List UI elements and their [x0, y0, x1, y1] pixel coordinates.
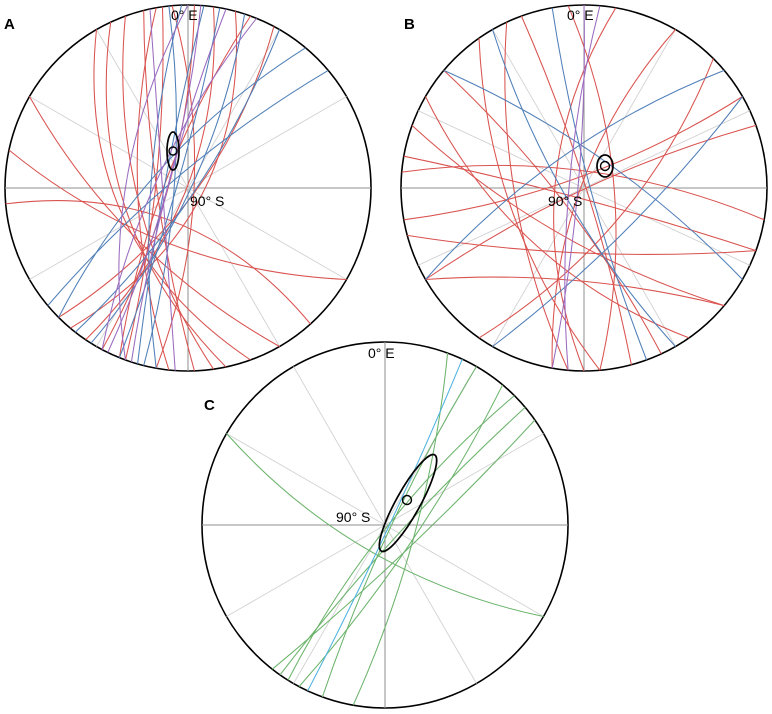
- great-circle-trace: [8, 149, 347, 281]
- great-circle-trace: [425, 276, 725, 307]
- grid-line: [29, 96, 347, 280]
- great-circle-trace: [118, 15, 252, 358]
- great-circle-trace: [74, 29, 280, 333]
- great-circle-trace: [478, 58, 714, 339]
- great-circle-trace: [279, 407, 526, 676]
- stereonet-panel-b: B 0° E 90° S: [400, 4, 768, 372]
- confidence-ellipse: [596, 154, 614, 178]
- stereonet-panel-c: C 0° E 90° S: [201, 341, 569, 709]
- great-circle-trace: [143, 5, 177, 366]
- great-circle-trace: [551, 29, 676, 369]
- north-label: 0° E: [368, 345, 395, 361]
- great-circle-trace: [491, 29, 676, 347]
- great-circle-trace: [551, 7, 648, 361]
- center-label: 90° S: [190, 193, 224, 209]
- great-circle-trace: [122, 15, 214, 370]
- great-circles: [5, 4, 347, 372]
- great-circle-trace: [407, 234, 757, 255]
- great-circle-trace: [105, 22, 227, 368]
- great-circle-trace: [271, 419, 536, 670]
- great-circle-trace: [148, 4, 183, 369]
- great-circle-trace: [403, 155, 757, 252]
- great-circle-trace: [149, 8, 176, 371]
- grid-line: [417, 110, 751, 266]
- stereonet-panel-a: A 0° E 90° S: [4, 4, 372, 372]
- great-circle-trace: [321, 366, 477, 698]
- great-circle-trace: [47, 69, 329, 306]
- panel-letter: C: [204, 397, 215, 414]
- great-circle-trace: [504, 22, 569, 371]
- great-circle-trace: [90, 13, 246, 344]
- panel-letter: B: [404, 16, 415, 33]
- great-circle-trace: [352, 352, 449, 706]
- panel-letter: A: [4, 16, 15, 33]
- great-circle-trace: [520, 15, 632, 365]
- great-circle-trace: [101, 17, 258, 350]
- great-circles: [401, 4, 765, 372]
- great-circle-trace: [136, 7, 170, 371]
- great-circle-trace: [425, 124, 757, 280]
- great-circle-trace: [567, 5, 617, 371]
- confidence-ellipse: [378, 453, 438, 553]
- mean-pole-marker: [168, 146, 178, 156]
- great-circle-trace: [478, 38, 601, 371]
- great-circle-trace: [298, 384, 504, 687]
- great-circle-trace: [118, 4, 189, 361]
- great-circle-trace: [101, 5, 195, 350]
- center-label: 90° S: [548, 193, 582, 209]
- great-circle-trace: [492, 96, 743, 347]
- great-circle-trace: [93, 29, 251, 361]
- great-circle-trace: [137, 5, 205, 364]
- north-label: 0° E: [171, 7, 198, 23]
- great-circle-trace: [118, 7, 221, 358]
- center-label: 90° S: [336, 509, 370, 525]
- confidence-ellipse: [166, 131, 180, 171]
- great-circle-trace: [29, 96, 280, 347]
- great-circle-trace: [58, 47, 306, 318]
- great-circle-trace: [425, 96, 690, 339]
- great-circle-trace: [551, 4, 585, 369]
- great-circle-trace: [226, 433, 544, 618]
- mean-pole-marker: [401, 494, 413, 506]
- great-circle-trace: [443, 69, 743, 280]
- great-circle-trace: [403, 96, 743, 221]
- great-circle-trace: [58, 26, 275, 318]
- mean-pole-marker: [599, 160, 611, 172]
- great-circle-trace: [425, 69, 725, 280]
- great-circle-trace: [287, 395, 515, 681]
- great-circle-trace: [411, 125, 725, 307]
- great-circle-trace: [143, 10, 195, 372]
- great-circle-trace: [443, 70, 662, 355]
- north-label: 0° E: [567, 7, 594, 23]
- great-circle-trace: [5, 200, 311, 325]
- great-circle-trace: [564, 5, 601, 371]
- great-circle-trace: [107, 5, 202, 353]
- great-circle-trace: [307, 358, 463, 692]
